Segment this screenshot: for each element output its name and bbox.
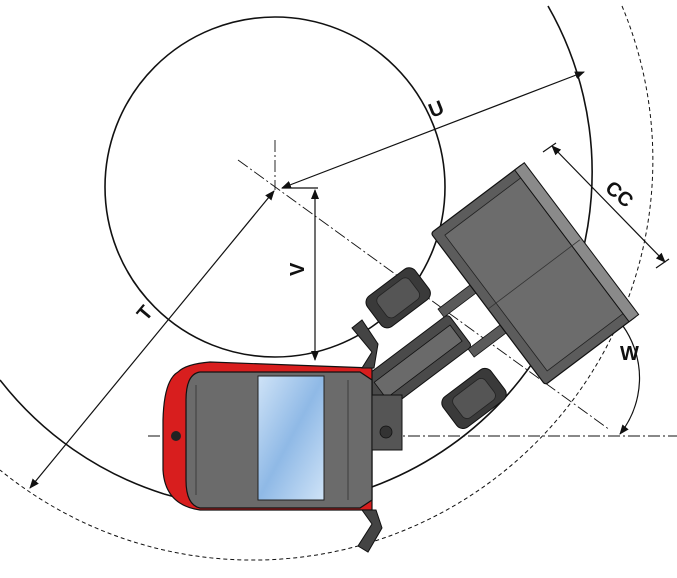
label-w: W [620,343,639,365]
mirror-top [351,319,379,369]
dimension-u-line [281,71,585,189]
label-t: T [133,302,158,326]
cab-window [257,375,325,501]
label-cc: CC [601,177,637,212]
dimension-cc-ext2 [655,258,670,269]
cab-section [162,319,403,553]
dimension-cc-line [551,145,666,263]
tow-hitch [171,431,181,441]
dimension-cc-ext1 [542,142,557,153]
dimension-t-line [29,190,275,489]
outer-turning-arc-left [0,379,165,495]
mirror-bottom [357,509,383,553]
label-u: U [426,97,448,123]
label-v: V [287,262,309,276]
articulation-joint [371,394,403,451]
